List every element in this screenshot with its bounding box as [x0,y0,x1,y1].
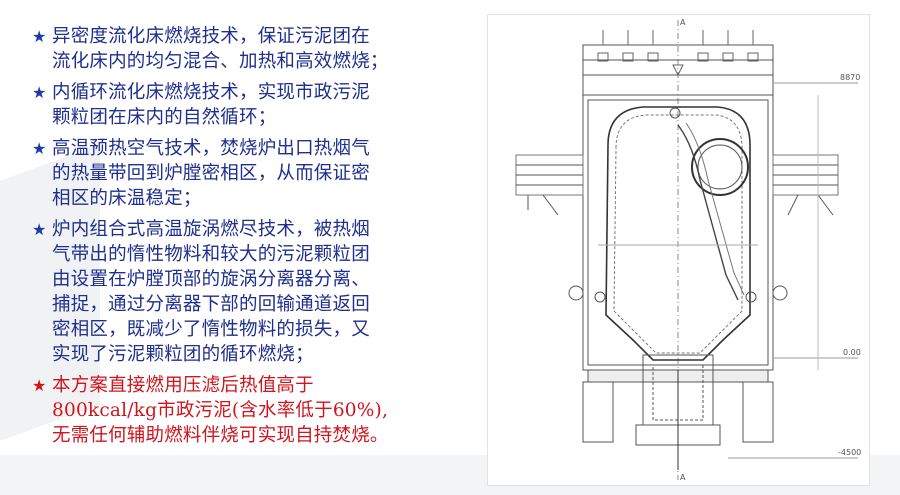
incinerator-section-drawing: 8870 0.00 -4500 A A [487,14,870,486]
feature-line: 炉内组合式高温旋涡燃尽技术，被热烟 [52,219,370,240]
star-icon: ★ [32,139,47,158]
feature-line: 气带出的惰性物料和较大的污泥颗粒团 [52,244,370,265]
elevation-label: 0.00 [843,348,861,357]
feature-line: 由设置在炉膛顶部的旋涡分离器分离、 [52,269,370,290]
section-mark: A [680,18,686,27]
star-icon: ★ [32,27,47,46]
feature-line: 高温预热空气技术，焚烧炉出口热烟气 [52,138,370,159]
feature-line: 800kcal/kg市政污泥(含水率低于60%), [52,400,389,421]
feature-line: 内循环流化床燃烧技术，实现市政污泥 [52,82,370,103]
feature-line: 无需任何辅助燃料伴烧可实现自持焚烧。 [52,425,389,446]
star-icon: ★ [32,376,47,395]
feature-line: 捕捉，通过分离器下部的回输通道返回 [52,294,370,315]
feature-item-2: ★ 内循环流化床燃烧技术，实现市政污泥 颗粒团在床内的自然循环； [30,80,475,130]
section-mark: A [680,473,686,482]
feature-line: 颗粒团在床内的自然循环； [52,107,277,128]
feature-item-3: ★ 高温预热空气技术，焚烧炉出口热烟气 的热量带回到炉膛密相区，从而保证密 相区… [30,136,475,211]
elevation-label: -4500 [838,448,861,457]
feature-line: 异密度流化床燃烧技术，保证污泥团在 [52,26,370,47]
feature-line: 密相区，既减少了惰性物料的损失，又 [52,319,370,340]
feature-item-5: ★ 本方案直接燃用压滤后热值高于 800kcal/kg市政污泥(含水率低于60%… [30,373,475,448]
feature-line: 相区的床温稳定； [52,188,202,209]
star-icon: ★ [32,220,47,239]
star-icon: ★ [32,83,47,102]
feature-line: 流化床内的均匀混合、加热和高效燃烧； [52,51,389,72]
feature-line: 实现了污泥颗粒团的循环燃烧； [52,344,314,365]
elevation-label: 8870 [840,73,860,82]
feature-item-4: ★ 炉内组合式高温旋涡燃尽技术，被热烟 气带出的惰性物料和较大的污泥颗粒团 由设… [30,217,475,367]
feature-line: 的热量带回到炉膛密相区，从而保证密 [52,163,370,184]
engineering-drawing: 8870 0.00 -4500 A A [515,18,861,482]
feature-line: 本方案直接燃用压滤后热值高于 [52,375,314,396]
feature-item-1: ★ 异密度流化床燃烧技术，保证污泥团在 流化床内的均匀混合、加热和高效燃烧； [30,24,475,74]
feature-list: ★ 异密度流化床燃烧技术，保证污泥团在 流化床内的均匀混合、加热和高效燃烧； ★… [30,24,475,454]
